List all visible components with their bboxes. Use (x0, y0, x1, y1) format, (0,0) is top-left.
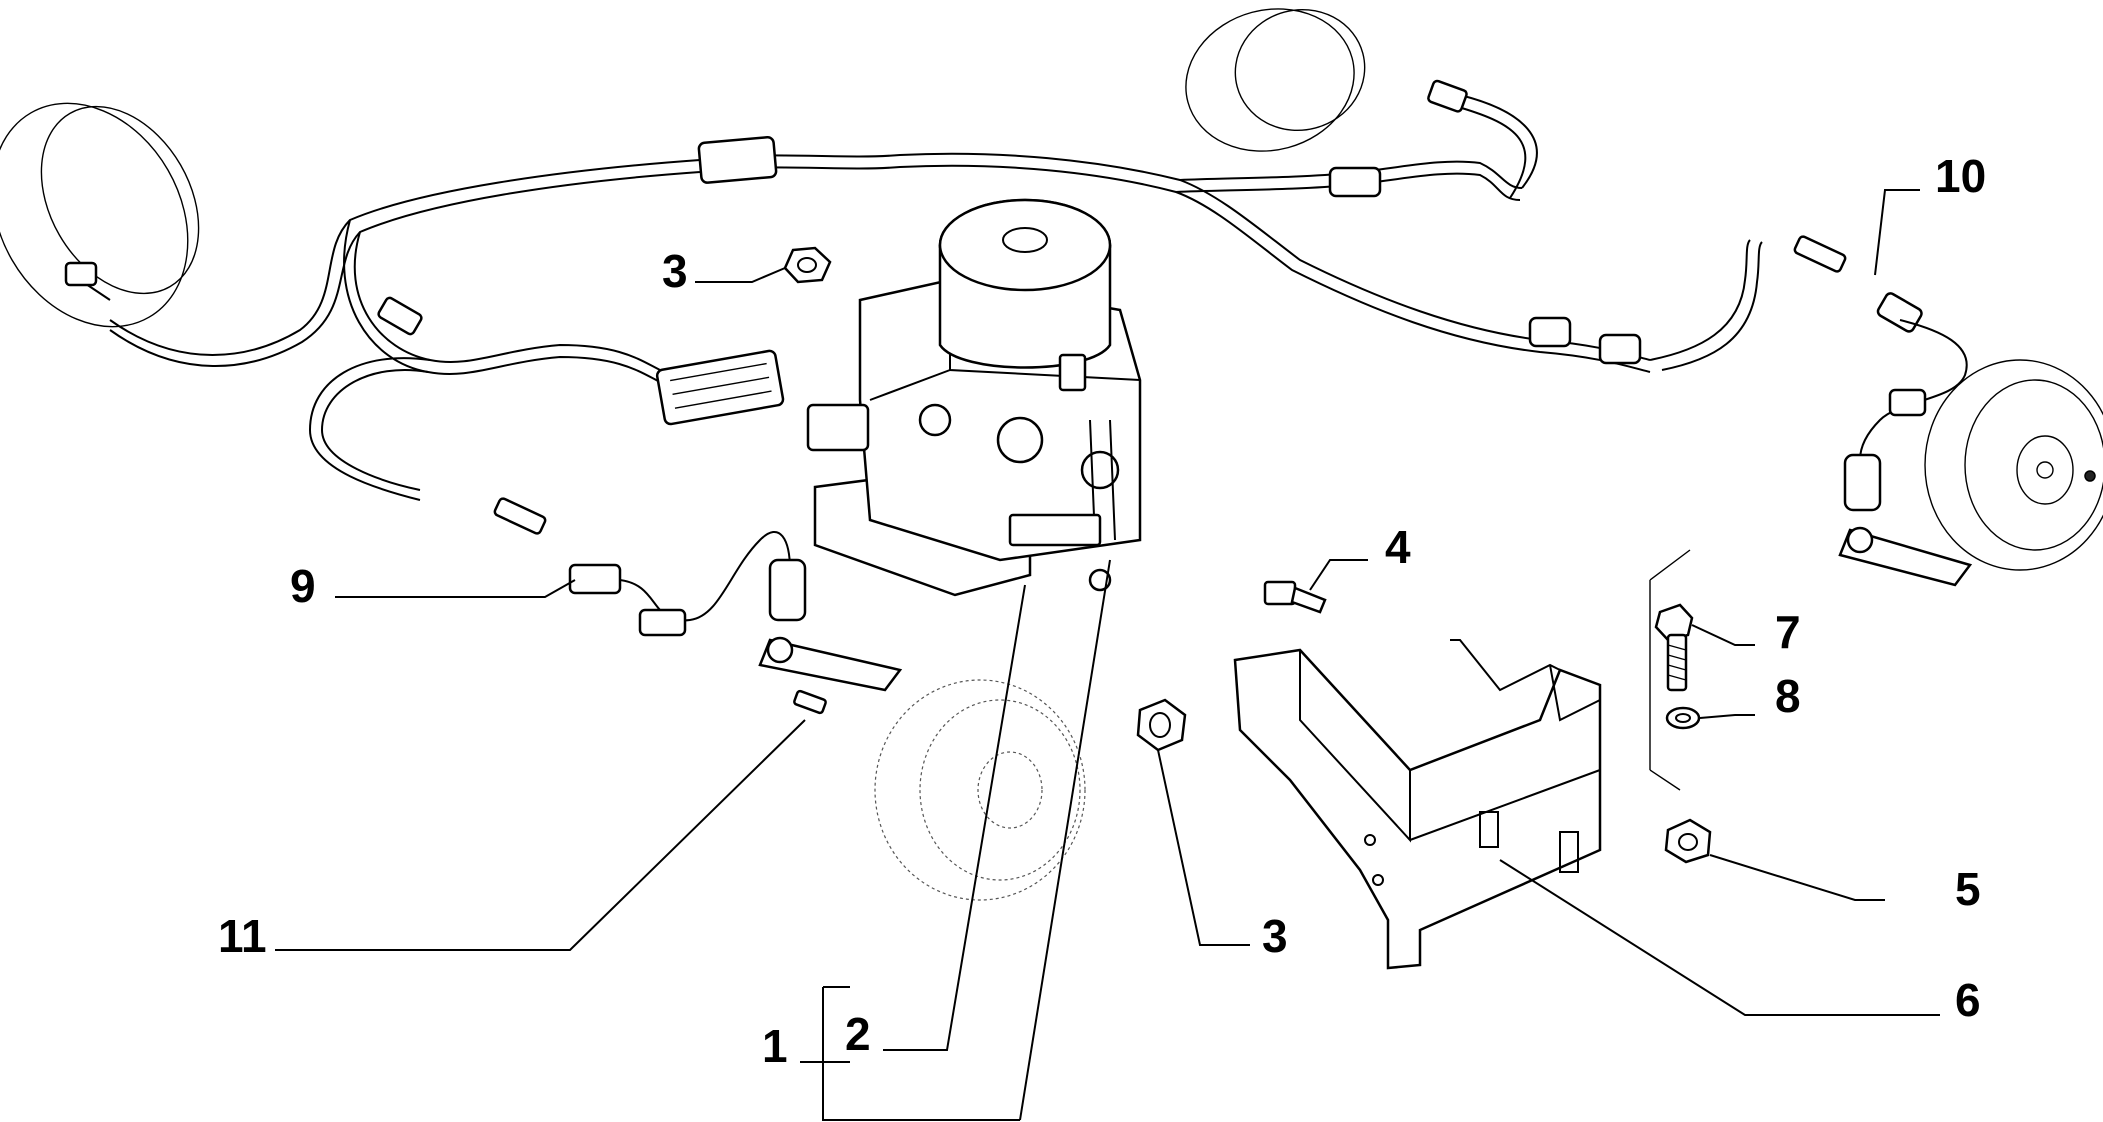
callout-6: 6 (1955, 974, 1981, 1026)
wiring-harness (109, 94, 1763, 501)
mounting-bracket (1233, 639, 1602, 970)
nut-top (783, 246, 832, 284)
callout-5: 5 (1955, 863, 1981, 915)
nut-5 (1664, 818, 1712, 864)
front-right-disc (1185, 8, 1468, 152)
abs-hydraulic-unit (806, 198, 1142, 597)
screw-11 (793, 689, 827, 715)
callout-4: 4 (1385, 521, 1411, 573)
callout-2: 2 (845, 1008, 871, 1060)
callout-3-top: 3 (662, 245, 688, 297)
bolt-7 (1654, 603, 1694, 692)
callout-1: 1 (762, 1020, 788, 1072)
sensor-left (493, 497, 903, 692)
washer-8 (1665, 706, 1701, 730)
leader-lines (275, 189, 1940, 1121)
front-left-disc (0, 102, 200, 328)
rear-right-drum (1924, 359, 2103, 571)
callout-9: 9 (290, 560, 316, 612)
callout-7: 7 (1775, 606, 1801, 658)
sensor-right (1793, 235, 1973, 587)
nut-3-bottom (1136, 698, 1187, 752)
callout-10: 10 (1935, 150, 1986, 202)
callout-8: 8 (1775, 670, 1801, 722)
rear-left-drum (874, 679, 1086, 901)
sensor-4 (1263, 580, 1327, 614)
callouts: 1 2 3 3 4 5 6 7 8 9 10 11 (218, 150, 1986, 1072)
callout-11: 11 (218, 910, 267, 962)
callout-3-bottom: 3 (1262, 910, 1288, 962)
